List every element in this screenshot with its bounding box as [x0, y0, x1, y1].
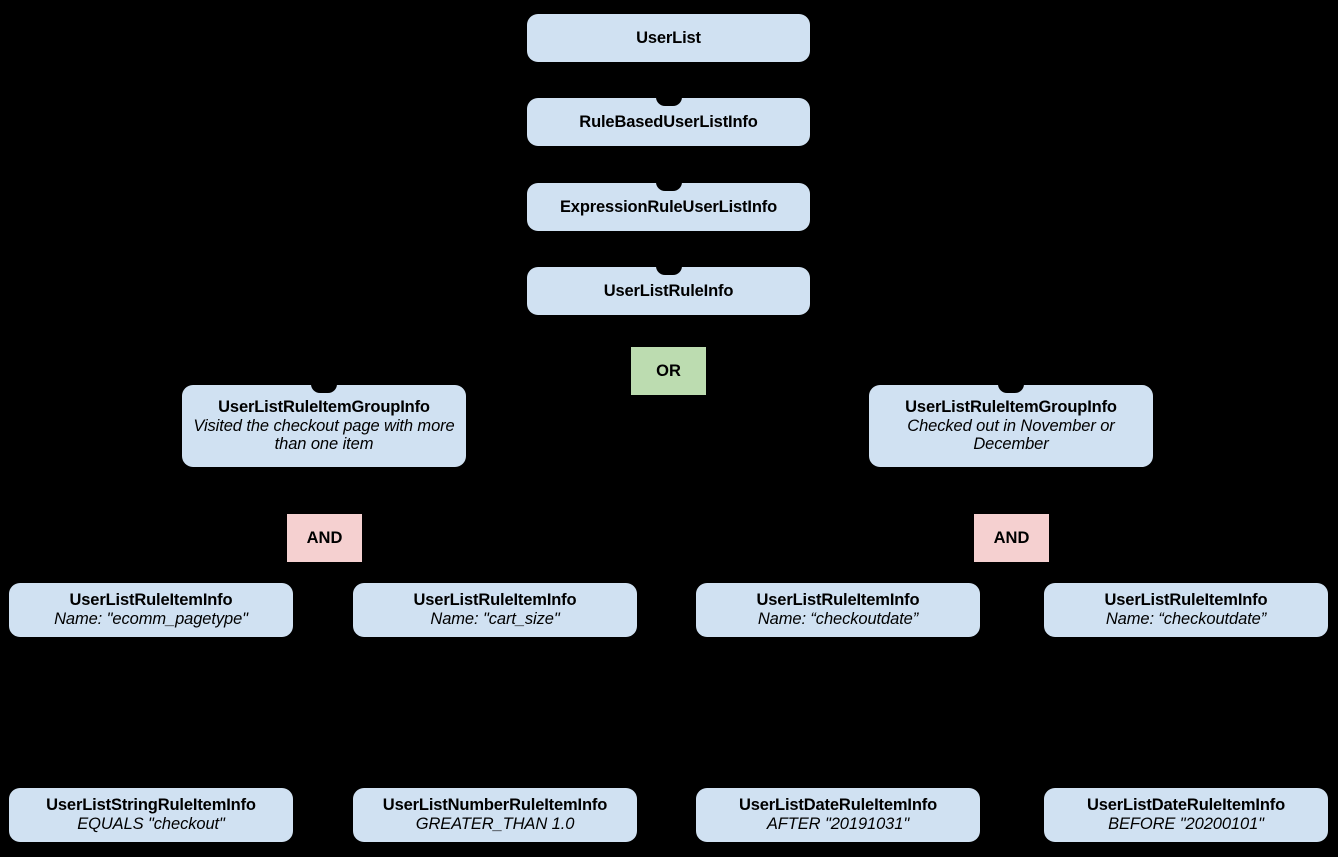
node-subtitle: Checked out in November or December — [907, 416, 1115, 454]
node-title: ExpressionRuleUserListInfo — [559, 197, 778, 216]
node-subtitle: Name: "cart_size" — [430, 610, 560, 628]
node-item-4[interactable]: UserListRuleItemInfo Name: “checkoutdate… — [1044, 583, 1328, 637]
node-item-3[interactable]: UserListRuleItemInfo Name: “checkoutdate… — [696, 583, 980, 637]
node-subtitle: Name: "ecomm_pagetype" — [54, 610, 248, 628]
edge-notch-icon — [655, 97, 682, 106]
node-title: UserListRuleItemInfo — [69, 591, 233, 610]
node-leaf-1[interactable]: UserListStringRuleItemInfo EQUALS "check… — [9, 788, 293, 842]
node-title: UserListNumberRuleItemInfo — [382, 796, 608, 815]
edge-notch-icon — [655, 182, 682, 191]
node-title: UserListRuleItemInfo — [756, 591, 920, 610]
node-subtitle: Name: “checkoutdate” — [1105, 610, 1267, 628]
node-subtitle: Name: “checkoutdate” — [757, 610, 919, 628]
node-subtitle: GREATER_THAN 1.0 — [415, 815, 575, 833]
node-title: RuleBasedUserListInfo — [579, 112, 758, 131]
node-title: UserListDateRuleItemInfo — [738, 796, 938, 815]
node-title: UserList — [636, 28, 701, 47]
edge-notch-icon — [998, 384, 1024, 393]
node-title: UserListRuleInfo — [603, 281, 734, 300]
edge-notch-icon — [311, 384, 337, 393]
operator-and-right[interactable]: AND — [974, 514, 1049, 562]
node-title: UserListRuleItemGroupInfo — [905, 397, 1117, 416]
node-subtitle: BEFORE "20200101" — [1108, 815, 1264, 833]
edge-notch-icon — [655, 266, 682, 275]
node-leaf-2[interactable]: UserListNumberRuleItemInfo GREATER_THAN … — [353, 788, 637, 842]
node-group-left[interactable]: UserListRuleItemGroupInfo Visited the ch… — [182, 384, 466, 467]
node-group-right[interactable]: UserListRuleItemGroupInfo Checked out in… — [869, 384, 1153, 467]
node-leaf-3[interactable]: UserListDateRuleItemInfo AFTER "20191031… — [696, 788, 980, 842]
node-title: UserListDateRuleItemInfo — [1086, 796, 1286, 815]
node-title: UserListStringRuleItemInfo — [46, 796, 256, 815]
edge-and-right-item-3 — [837, 561, 983, 584]
node-item-2[interactable]: UserListRuleItemInfo Name: "cart_size" — [353, 583, 637, 637]
operator-or[interactable]: OR — [631, 347, 706, 395]
operator-and-left[interactable]: AND — [287, 514, 362, 562]
node-title: UserListRuleItemInfo — [1104, 591, 1268, 610]
node-userlist[interactable]: UserList — [527, 14, 810, 62]
node-userlistruleinfo[interactable]: UserListRuleInfo — [527, 266, 810, 315]
node-subtitle: AFTER "20191031" — [766, 815, 910, 833]
node-title: UserListRuleItemGroupInfo — [218, 397, 430, 416]
edge-and-left-item-1 — [150, 561, 296, 584]
edge-and-right-item-4 — [1039, 561, 1187, 584]
operator-label: AND — [993, 528, 1030, 547]
node-expressionruleuserlistinfo[interactable]: ExpressionRuleUserListInfo — [527, 182, 810, 231]
node-rulebaseduserlistinfo[interactable]: RuleBasedUserListInfo — [527, 97, 810, 146]
operator-label: AND — [306, 528, 343, 547]
operator-label: OR — [656, 361, 681, 380]
node-item-1[interactable]: UserListRuleItemInfo Name: "ecomm_pagety… — [9, 583, 293, 637]
node-title: UserListRuleItemInfo — [413, 591, 577, 610]
node-leaf-4[interactable]: UserListDateRuleItemInfo BEFORE "2020010… — [1044, 788, 1328, 842]
edge-and-left-item-2 — [352, 561, 496, 584]
node-subtitle: Visited the checkout page with more than… — [193, 416, 455, 454]
node-subtitle: EQUALS "checkout" — [77, 815, 225, 833]
